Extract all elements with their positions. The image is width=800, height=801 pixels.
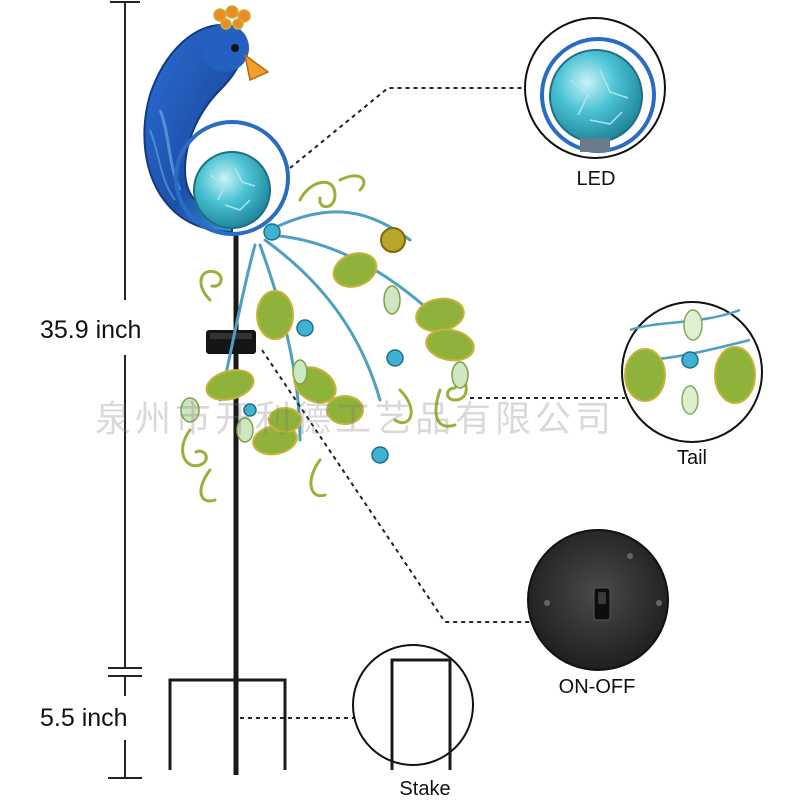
watermark-text: 泉州市开利德工艺品有限公司 — [95, 399, 616, 440]
lower-height-label: 5.5 inch — [40, 704, 128, 732]
tail-callout — [621, 301, 763, 443]
switch-callout — [527, 529, 669, 671]
stake-label: Stake — [399, 778, 451, 800]
tail-label: Tail — [676, 447, 707, 469]
upper-height-label: 35.9 inch — [40, 316, 142, 344]
tail-feathers — [180, 223, 475, 464]
dimension-lower — [108, 675, 142, 779]
solar-panel-box — [206, 330, 256, 354]
switch-label: ON-OFF — [558, 676, 636, 698]
led-label: LED — [576, 168, 616, 190]
leader-lines — [240, 87, 625, 719]
peacock-crest — [213, 5, 251, 30]
stake-callout — [352, 644, 474, 770]
crackle-glass-globe — [193, 151, 271, 229]
peacock-body — [143, 5, 290, 236]
led-callout — [524, 17, 666, 159]
dimension-upper — [108, 1, 142, 669]
